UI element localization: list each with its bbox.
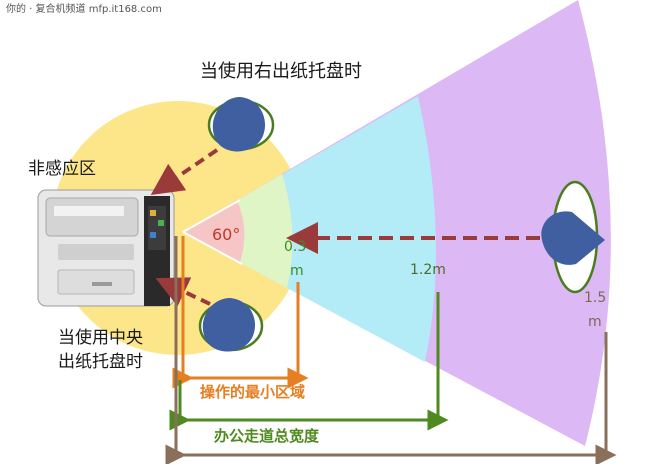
angle-edge-bottom: [182, 231, 243, 265]
multifunction-printer-icon: [37, 189, 175, 307]
label-radius-1-5-unit: m: [588, 314, 602, 330]
label-right-tray: 当使用右出纸托盘时: [200, 61, 362, 82]
label-center-tray-line2: 出纸托盘时: [58, 352, 143, 372]
angle-edge-top: [182, 199, 241, 233]
person-bottom-icon: [198, 298, 264, 352]
label-radius-1-5: 1.5: [584, 290, 607, 306]
label-radius-1-2: 1.2m: [410, 262, 446, 278]
label-angle: 60°: [212, 225, 241, 244]
label-total-aisle-width: 办公走道总宽度: [214, 427, 320, 445]
angle-wedge: [183, 200, 245, 262]
person-top-icon: [207, 97, 275, 152]
label-radius-0-3: 0.3: [284, 239, 307, 255]
label-non-sensing-zone: 非感应区: [28, 159, 96, 179]
aisle-1-2m-dimension: [169, 292, 449, 431]
aisle-total-dimension: [165, 236, 617, 466]
person-right-icon: [541, 180, 605, 294]
min-area-dimension: [172, 236, 309, 389]
label-radius-0-3-unit: m: [290, 263, 304, 279]
label-center-tray-line1: 当使用中央: [58, 328, 143, 348]
label-min-operation-area: 操作的最小区域: [200, 383, 306, 401]
watermark: 你的 · 复合机频道 mfp.it168.com: [6, 4, 162, 15]
dashed-arrow-icon: [150, 148, 219, 195]
